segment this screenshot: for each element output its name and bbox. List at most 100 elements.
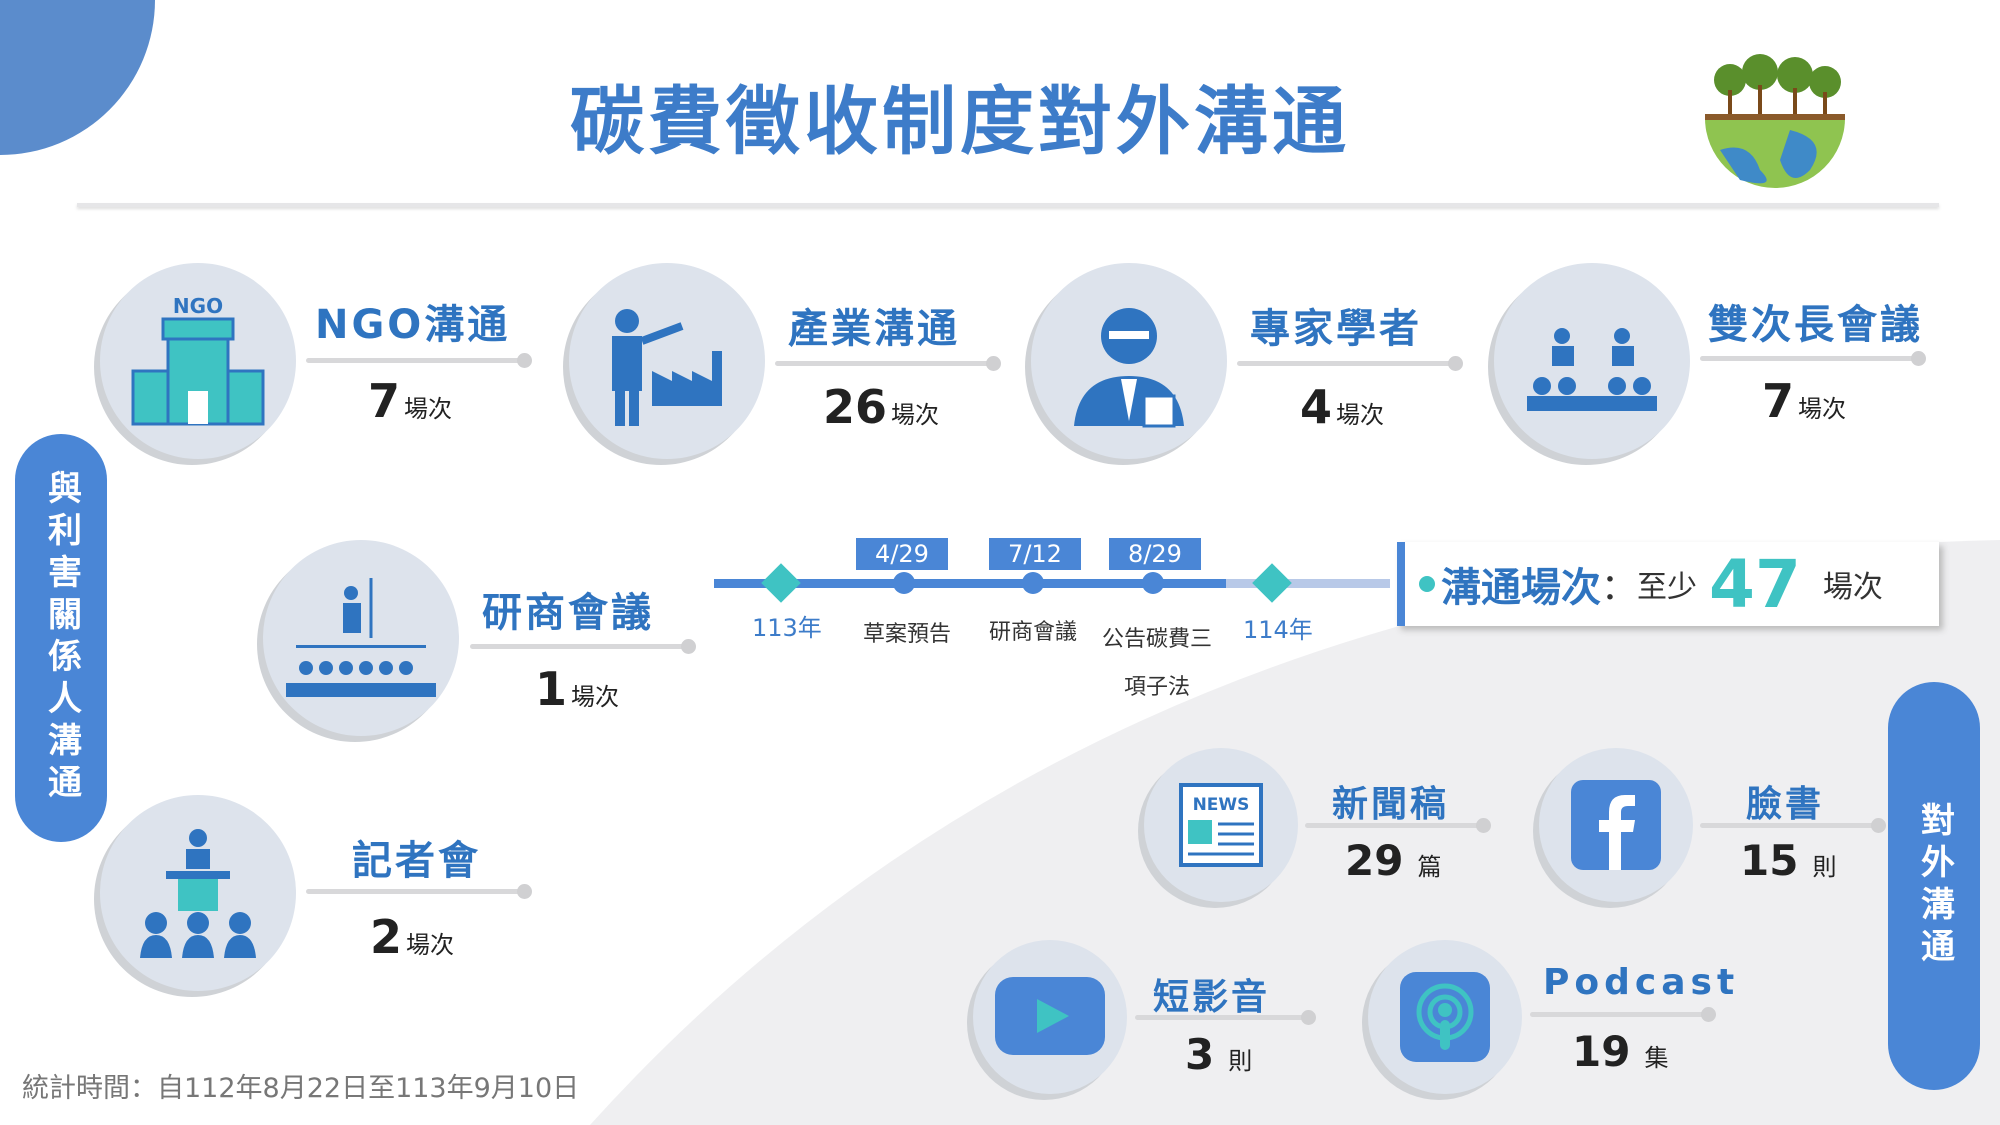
event-label: 草案預告	[862, 622, 951, 647]
title-divider	[77, 203, 1939, 207]
page-title: 碳費徵收制度對外溝通	[570, 79, 1350, 165]
industry-circle	[569, 263, 765, 459]
video-play-icon[interactable]	[995, 977, 1105, 1057]
podcast-label: Podcast	[1543, 962, 1740, 1003]
expert-icon	[1074, 308, 1184, 428]
ngo-circle: NGO	[100, 263, 296, 459]
statistics-period: 統計時間：自112年8月22日至113年9月10日	[22, 1073, 580, 1104]
short-video-label: 短影音	[1153, 977, 1271, 1018]
count-unit: 則	[1228, 1047, 1253, 1075]
press-conference-icon	[140, 829, 256, 958]
stakeholder-section-label: 與利害關係人溝通	[15, 434, 107, 842]
event-date: 7/12	[989, 538, 1081, 570]
ngo-underline	[306, 353, 532, 368]
summary-unit: 場次	[1822, 570, 1883, 605]
industry-label: 產業溝通	[788, 306, 960, 352]
corner-decoration	[0, 0, 155, 155]
minister-meeting-underline	[1700, 351, 1926, 366]
expert-label: 專家學者	[1250, 306, 1422, 352]
count-unit: 場次	[1798, 395, 1847, 423]
press-release-circle: NEWS	[1144, 748, 1298, 902]
timeline-event-dot	[1142, 572, 1164, 594]
ngo-label: NGO溝通	[315, 302, 511, 348]
public-section-text: 對外溝通	[1914, 802, 1955, 970]
podcast-underline	[1530, 1007, 1716, 1022]
count-unit: 篇	[1417, 853, 1442, 881]
count-value: 3	[1185, 1030, 1215, 1079]
expert-underline	[1237, 356, 1463, 371]
count-value: 1	[535, 662, 568, 716]
facebook-label: 臉書	[1746, 784, 1825, 825]
count-value: 7	[368, 374, 401, 428]
count-value: 4	[1300, 380, 1333, 434]
podcast-count: 19 集	[1572, 1027, 1668, 1076]
facebook-circle	[1539, 748, 1693, 902]
event-date: 4/29	[856, 538, 948, 570]
minister-meeting-label: 雙次長會議	[1708, 302, 1923, 348]
summary-label: 溝通場次	[1441, 565, 1601, 611]
industry-worker-icon	[612, 309, 722, 426]
svg-text:NEWS: NEWS	[1193, 795, 1250, 815]
timeline-event-dot	[893, 572, 915, 594]
event-date: 8/29	[1109, 538, 1201, 570]
count-unit: 集	[1644, 1044, 1669, 1072]
count-unit: 場次	[404, 395, 453, 423]
public-section-label: 對外溝通	[1888, 682, 1980, 1090]
count-unit: 場次	[406, 931, 455, 959]
short-video-underline	[1135, 1010, 1316, 1025]
event-label: 公告碳費三項子法	[1102, 627, 1213, 700]
timeline-remaining	[1226, 579, 1390, 588]
industry-underline	[775, 356, 1001, 371]
count-value: 19	[1572, 1027, 1631, 1076]
summary-box: 溝通場次 ： 至少 47 場次	[1397, 542, 1939, 626]
count-value: 26	[823, 380, 888, 434]
newspaper-icon: NEWS	[1179, 783, 1263, 867]
press-release-underline	[1305, 818, 1491, 833]
timeline-end-year: 114年	[1243, 616, 1313, 644]
summary-value: 47	[1709, 545, 1801, 623]
summary-prefix: 至少	[1637, 570, 1698, 605]
summary-bullet	[1419, 576, 1435, 592]
minister-meeting-circle	[1494, 263, 1690, 459]
count-unit: 場次	[891, 401, 940, 429]
press-release-count: 29 篇	[1345, 836, 1441, 885]
event-label: 研商會議	[988, 620, 1077, 645]
conference-icon	[286, 578, 436, 697]
consultation-underline	[470, 639, 696, 654]
consultation-label: 研商會議	[482, 590, 654, 636]
summary-colon: ：	[1601, 567, 1638, 608]
facebook-icon[interactable]	[1571, 780, 1661, 870]
press-release-label: 新聞稿	[1332, 784, 1450, 825]
count-value: 15	[1740, 836, 1799, 885]
expert-circle	[1031, 263, 1227, 459]
count-unit: 則	[1812, 853, 1837, 881]
count-value: 7	[1762, 374, 1795, 428]
svg-text:NGO: NGO	[173, 294, 223, 318]
press-conference-label: 記者會	[352, 838, 481, 884]
stakeholder-section-text: 與利害關係人溝通	[41, 470, 82, 806]
count-unit: 場次	[1336, 401, 1385, 429]
count-value: 2	[370, 910, 403, 964]
globe-trees-icon	[1705, 54, 1845, 188]
press-conference-circle	[100, 795, 296, 991]
count-value: 29	[1345, 836, 1404, 885]
count-unit: 場次	[571, 683, 620, 711]
consultation-circle	[263, 540, 459, 736]
ngo-building-icon: NGO	[131, 294, 265, 426]
facebook-underline	[1700, 818, 1886, 833]
press-conference-underline	[306, 884, 532, 899]
meeting-podium-icon	[1527, 328, 1657, 411]
timeline-progress	[714, 579, 1226, 588]
timeline-event-dot	[1022, 572, 1044, 594]
podcast-icon[interactable]	[1400, 972, 1490, 1062]
facebook-count: 15 則	[1740, 836, 1836, 885]
podcast-circle	[1368, 940, 1522, 1094]
short-video-circle	[973, 940, 1127, 1094]
